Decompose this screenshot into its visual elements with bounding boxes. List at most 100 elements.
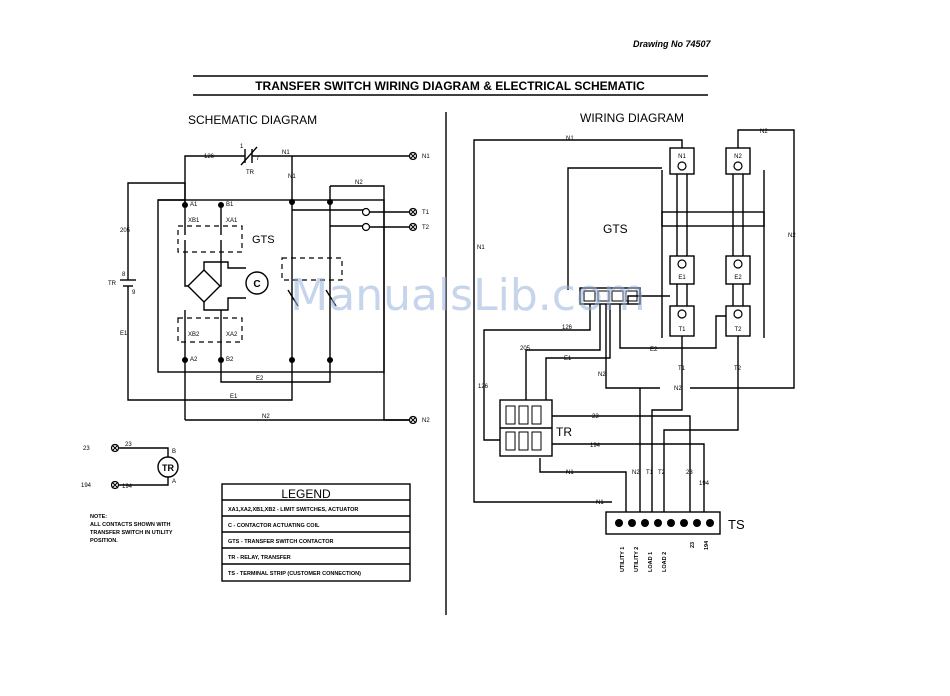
label-contactor: C <box>253 279 260 290</box>
drawing-number: Drawing No 74507 <box>633 39 712 49</box>
wire-e1 <box>184 360 293 401</box>
label-194-left: 194 <box>81 483 92 489</box>
label-e1-left: E1 <box>120 331 128 337</box>
block-e1: E1 <box>669 255 695 285</box>
legend-row-4: TR - RELAY, TRANSFER <box>228 555 291 561</box>
label-23-wire: 23 <box>125 442 132 448</box>
label-ts-23: 23 <box>686 470 693 476</box>
wire-n2-outer <box>690 129 795 389</box>
block-t2: T2 <box>725 305 751 337</box>
tr-relay <box>499 399 553 457</box>
legend-row-1: XA1,XA2,XB1,XB2 - LIMIT SWITCHES, ACTUAT… <box>228 507 358 513</box>
schematic-heading: SCHEMATIC DIAGRAM <box>188 113 317 127</box>
wiring-diagram: WIRING DIAGRAM N1 N1 N1 N2 N2 N2 GTS N1 … <box>473 111 796 572</box>
node-col2-top <box>327 199 333 205</box>
label-23-w: 23 <box>592 414 599 420</box>
label-205-w: 205 <box>520 346 531 352</box>
wire-e2 <box>220 360 331 383</box>
note-block: NOTE: ALL CONTACTS SHOWN WITH TRANSFER S… <box>90 514 173 544</box>
node-b1 <box>218 202 224 208</box>
node-t1 <box>361 207 371 217</box>
label-ts: TS <box>728 517 745 532</box>
label-gts-wiring: GTS <box>603 222 628 236</box>
node-t2 <box>361 222 371 232</box>
label-e2: E2 <box>256 376 264 382</box>
label-coil-a: A <box>172 479 176 485</box>
label-n2-top: N2 <box>355 180 363 186</box>
label-205: 205 <box>120 228 131 234</box>
label-t2-terminal: T2 <box>422 225 430 231</box>
gts-box-edge <box>567 167 662 290</box>
label-contact-1: 1 <box>240 144 244 150</box>
wire-n1-tr <box>539 458 627 512</box>
block-n1: N1 <box>669 147 695 175</box>
contactor-coil <box>245 271 269 295</box>
page-title: TRANSFER SWITCH WIRING DIAGRAM & ELECTRI… <box>255 79 645 93</box>
note-line-1: NOTE: <box>90 514 107 520</box>
wire-194-w <box>552 443 705 512</box>
note-line-2: ALL CONTACTS SHOWN WITH <box>90 522 170 528</box>
legend-table: LEGEND XA1,XA2,XB1,XB2 - LIMIT SWITCHES,… <box>221 483 411 582</box>
label-n2-mid-w: N2 <box>674 386 682 392</box>
block-e2: E2 <box>725 255 751 285</box>
label-n1-bottom-w: N1 <box>596 500 604 506</box>
gts-contact-box <box>281 257 343 281</box>
label-n1-top-w: N1 <box>566 136 574 142</box>
label-126: 126 <box>204 154 215 160</box>
label-a1: A1 <box>190 202 198 208</box>
label-ts-194: 194 <box>699 481 710 487</box>
label-b2: B2 <box>226 357 234 363</box>
tr-coil <box>157 456 179 478</box>
legend-title: LEGEND <box>281 487 331 501</box>
node-col1-top <box>289 199 295 205</box>
limit-switch-box-bottom <box>177 317 243 343</box>
wire-t1-ts <box>651 336 683 512</box>
wire-205 <box>127 182 186 280</box>
wire-t2-ts <box>663 336 739 512</box>
block-n2: N2 <box>725 147 751 175</box>
ts-label-load-1: LOAD 1 <box>648 552 654 572</box>
label-ts-n2: N2 <box>632 470 640 476</box>
note-line-3: TRANSFER SWITCH IN UTILITY <box>90 530 173 536</box>
legend-row-2: C - CONTACTOR ACTUATING COIL <box>228 523 320 529</box>
label-gts-schematic: GTS <box>252 234 275 246</box>
ts-label-utility-1: UTILITY 1 <box>620 547 626 572</box>
label-8: 8 <box>122 272 126 278</box>
watermark: ManualsLib.com <box>290 270 645 321</box>
label-block-t1: T1 <box>678 327 686 333</box>
label-contact-7: 7 <box>256 156 260 162</box>
label-194-w: 194 <box>590 443 601 449</box>
label-23-left: 23 <box>83 446 90 452</box>
label-e1: E1 <box>230 394 238 400</box>
label-n2-bottom: N2 <box>262 414 270 420</box>
wire-23-w <box>552 415 691 512</box>
label-n1-terminal: N1 <box>422 154 430 160</box>
label-tr-battery: TR <box>108 281 117 287</box>
label-ts-t2: T2 <box>658 470 666 476</box>
wire-126-w <box>483 304 591 441</box>
terminal-strip-ts <box>605 511 721 535</box>
label-126-w2: 126 <box>478 384 489 390</box>
label-xb1: XB1 <box>188 218 200 224</box>
ts-label-194: 194 <box>704 540 710 550</box>
node-a1 <box>182 202 188 208</box>
label-194-wire: 194 <box>122 484 133 490</box>
label-t1-terminal: T1 <box>422 210 430 216</box>
label-block-n1: N1 <box>678 154 686 160</box>
label-n2-right-w: N2 <box>788 233 796 239</box>
wire-n2-w <box>605 304 660 389</box>
label-e1-w: E1 <box>564 356 572 362</box>
schematic-diagram: SCHEMATIC DIAGRAM 126 1 7 TR N1 N1 205 T… <box>81 113 430 490</box>
node-col2-bottom <box>327 357 333 363</box>
label-126-w: 126 <box>562 325 573 331</box>
label-n1-tr: N1 <box>566 470 574 476</box>
label-9: 9 <box>132 290 136 296</box>
label-ts-t1: T1 <box>646 470 654 476</box>
wire-e2-w <box>619 304 726 349</box>
ts-label-utility-2: UTILITY 2 <box>634 547 640 572</box>
node-col1-bottom <box>289 357 295 363</box>
label-a2: A2 <box>190 357 198 363</box>
label-n2-w: N2 <box>598 372 606 378</box>
label-tr-wiring: TR <box>556 425 572 439</box>
